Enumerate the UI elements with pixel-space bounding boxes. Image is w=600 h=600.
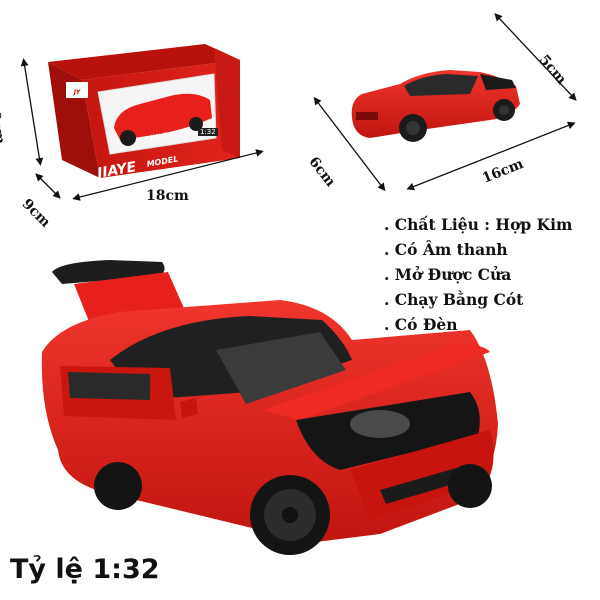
- svg-text:JY: JY: [73, 89, 81, 96]
- small-car: [351, 70, 520, 142]
- feature-open-doors: . Mở Được Cửa: [384, 265, 512, 284]
- feature-material: . Chất Liệu : Hợp Kim: [384, 215, 573, 234]
- box-length-label: 18cm: [146, 188, 189, 204]
- toy-box: JY: [48, 44, 240, 178]
- brand-logo: [66, 82, 88, 98]
- feature-sound: . Có Âm thanh: [384, 240, 508, 259]
- box-scale-badge: 1:32: [198, 128, 218, 136]
- dimension-lines: [20, 13, 577, 201]
- large-car: [41, 260, 499, 555]
- feature-lights: . Có Đèn: [384, 315, 458, 334]
- feature-pullback: . Chạy Bằng Cót: [384, 290, 524, 309]
- features-list: . Chất Liệu : Hợp Kim . Có Âm thanh . Mở…: [384, 212, 572, 337]
- scale-label: Tỷ lệ 1:32: [10, 554, 160, 585]
